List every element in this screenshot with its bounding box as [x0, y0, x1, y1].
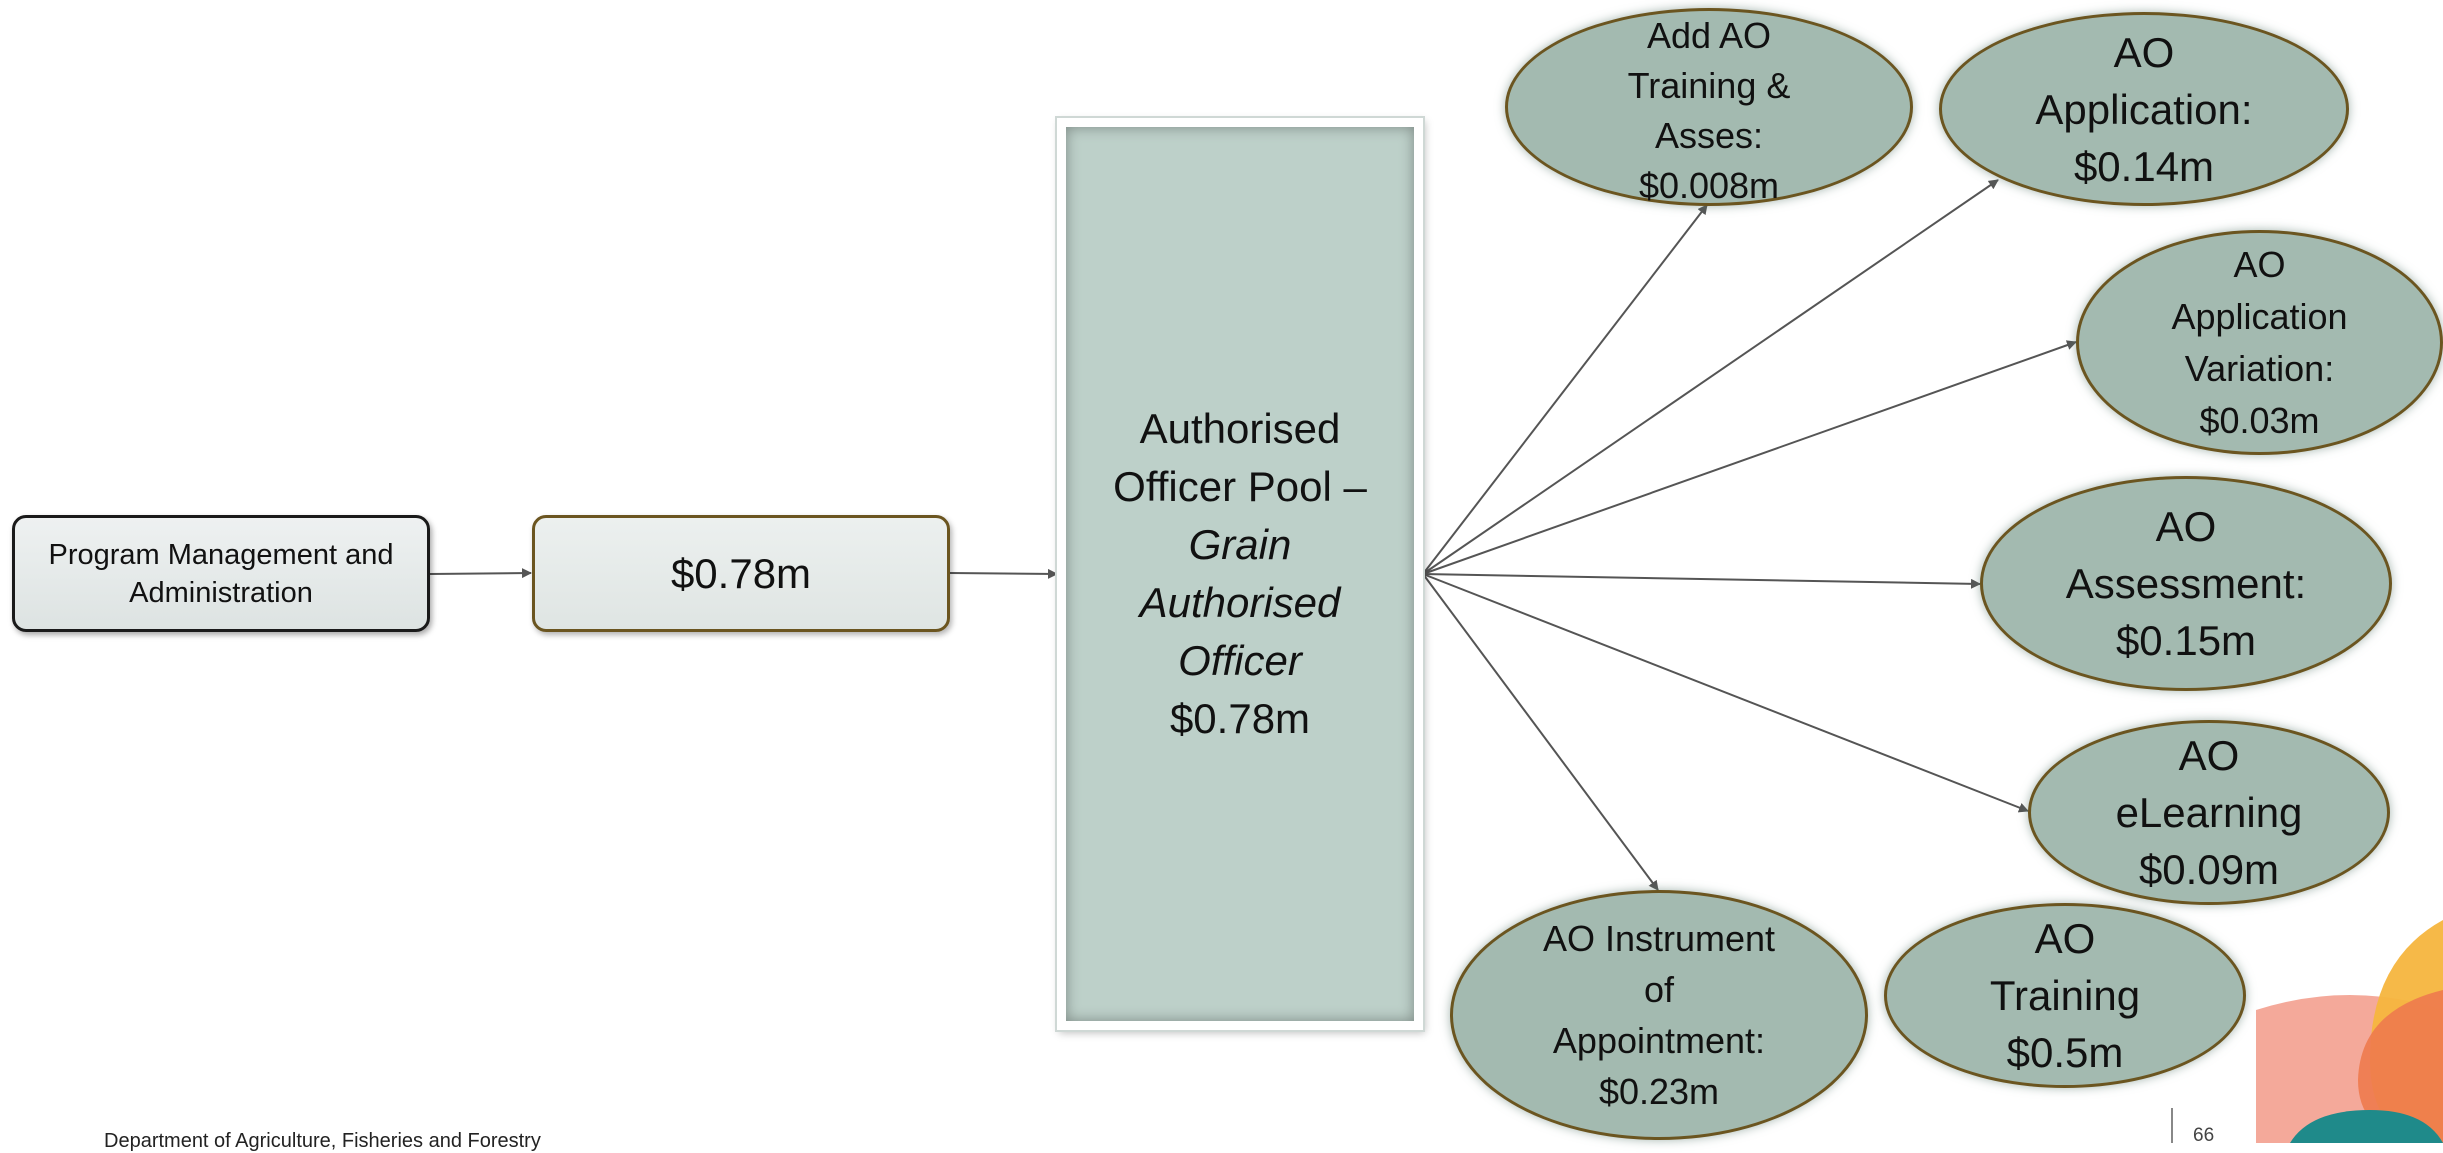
arrow-source-to-cost	[429, 568, 532, 579]
page-number-divider	[2171, 1108, 2173, 1143]
node-ao-training: AO Training $0.5m	[1884, 903, 2246, 1088]
node-ao-application-variation: AO Application Variation: $0.03m	[2076, 230, 2443, 455]
pool-amount: $0.78m	[1169, 695, 1311, 742]
arrow-cost-to-pool	[949, 568, 1058, 579]
node-line: AO	[2155, 503, 2217, 550]
pool-italic-2: Authorised	[1139, 579, 1341, 626]
program-management-label: Program Management and Administration	[48, 538, 394, 609]
pool-italic-3: Officer	[1178, 637, 1302, 684]
node-line: Application	[2171, 295, 2348, 337]
decorative-petal-graphic	[2256, 920, 2443, 1143]
petal-orange	[2358, 990, 2443, 1143]
node-line: Variation:	[2184, 347, 2335, 389]
arrow-pool-to-ao-assessment	[1422, 573, 1981, 589]
pool-italic-1: Grain	[1188, 521, 1292, 568]
node-add-ao-training: Add AO Training & Asses: $0.008m	[1505, 8, 1913, 206]
node-line: $0.14m	[2073, 142, 2215, 190]
petal-teal	[2290, 1110, 2443, 1143]
node-line: Assessment:	[2065, 560, 2307, 607]
node-line: $0.15m	[2115, 617, 2257, 664]
arrow-pool-to-ao-instrument	[1422, 573, 1659, 891]
node-line: Add AO	[1646, 15, 1772, 56]
node-line: Application:	[2035, 85, 2253, 133]
node-line: of	[1643, 969, 1675, 1010]
node-line: AO	[2178, 732, 2240, 779]
node-line: AO	[2113, 28, 2175, 76]
node-line: AO Instrument	[1542, 918, 1776, 959]
authorised-officer-pool-box: Authorised Officer Pool – Grain Authoris…	[1055, 116, 1425, 1032]
node-line: Training &	[1627, 65, 1791, 106]
arrow-pool-to-ao-application	[1422, 179, 1999, 575]
node-line: AO	[2034, 915, 2096, 962]
cost-box: $0.78m	[532, 515, 950, 632]
node-line: $0.09m	[2138, 846, 2280, 893]
node-line: Training	[1989, 972, 2141, 1019]
arrow-pool-to-ao-elearning	[1422, 573, 2029, 813]
node-line: Asses:	[1654, 115, 1764, 156]
node-ao-assessment: AO Assessment: $0.15m	[1980, 476, 2392, 691]
cost-label: $0.78m	[670, 549, 812, 597]
node-line: AO	[2233, 243, 2286, 285]
node-line: $0.5m	[2006, 1029, 2124, 1076]
pool-line-1: Authorised	[1139, 405, 1341, 452]
node-ao-elearning: AO eLearning $0.09m	[2028, 720, 2390, 905]
node-line: eLearning	[2115, 789, 2303, 836]
program-management-box: Program Management and Administration	[12, 515, 430, 632]
node-ao-application: AO Application: $0.14m	[1939, 12, 2349, 206]
node-line: Appointment:	[1552, 1020, 1766, 1061]
arrow-pool-to-ao-application-variation	[1422, 340, 2077, 575]
page-number: 66	[2193, 1125, 2215, 1146]
node-ao-instrument: AO Instrument of Appointment: $0.23m	[1450, 890, 1868, 1140]
footer-department: Department of Agriculture, Fisheries and…	[104, 1130, 541, 1152]
node-line: $0.008m	[1638, 165, 1780, 206]
node-line: $0.23m	[1598, 1071, 1720, 1112]
arrow-pool-to-add-ao-training	[1422, 204, 1708, 575]
pool-line-2: Officer Pool –	[1113, 463, 1367, 510]
node-line: $0.03m	[2199, 399, 2320, 441]
